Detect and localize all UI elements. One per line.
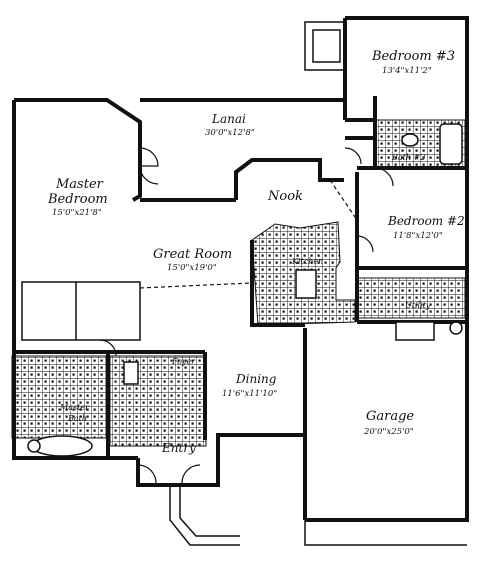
bedroom-3-name: Bedroom #3 (371, 49, 455, 64)
lanai-name: Lanai (211, 112, 246, 126)
room-kitchen: Kitchen (291, 257, 323, 266)
bedroom-2-name: Bedroom #2 (387, 214, 465, 228)
garage-dims: 20'0"x25'0" (363, 427, 414, 437)
garage-name: Garage (366, 409, 414, 424)
room-garage: Garage 20'0"x25'0" (363, 409, 414, 437)
doors (99, 147, 394, 484)
great-room-dims: 15'0"x19'0" (167, 263, 217, 273)
tile-floor (11, 119, 466, 447)
lanai-dims: 30'0"x12'8" (205, 128, 255, 138)
kitchen-name: Kitchen (291, 257, 323, 266)
room-bedroom-2: Bedroom #2 11'8"x12'0" (387, 214, 465, 241)
room-nook: Nook (267, 189, 303, 204)
utility-name: Utility (405, 301, 431, 310)
bedroom-3-dims: 13'4"x11'2" (382, 66, 432, 76)
interior-details (13, 21, 358, 450)
room-bath-2: Bath #2 (391, 153, 425, 162)
master-bedroom-dims: 15'0"x21'8" (52, 208, 102, 218)
room-lanai: Lanai 30'0"x12'8" (205, 112, 255, 138)
master-bath-line2: Bath (67, 414, 87, 423)
room-bedroom-3: Bedroom #3 13'4"x11'2" (371, 49, 455, 76)
fixtures (27, 123, 463, 457)
master-bedroom-line2: Bedroom (47, 192, 108, 207)
dining-name: Dining (235, 372, 277, 386)
entry-name: Entry (161, 441, 196, 455)
foyer-name: Foyer (171, 357, 196, 366)
room-master-bath: Master Bath (59, 403, 90, 423)
dining-dims: 11'6"x11'10" (222, 389, 277, 399)
room-foyer: Foyer (171, 357, 196, 366)
room-master-bedroom: Master Bedroom 15'0"x21'8" (47, 177, 108, 218)
master-bedroom-line1: Master (55, 177, 104, 192)
walls (12, 16, 469, 522)
great-room-name: Great Room (153, 247, 232, 262)
nook-name: Nook (267, 189, 303, 204)
room-entry: Entry (161, 441, 196, 455)
master-bath-line1: Master (59, 403, 90, 412)
room-dining: Dining 11'6"x11'10" (222, 372, 277, 399)
room-great-room: Great Room 15'0"x19'0" (153, 247, 232, 273)
bedroom-2-dims: 11'8"x12'0" (393, 231, 443, 241)
room-utility: Utility (405, 301, 431, 310)
walkway (169, 485, 467, 546)
bath-2-name: Bath #2 (391, 153, 425, 162)
